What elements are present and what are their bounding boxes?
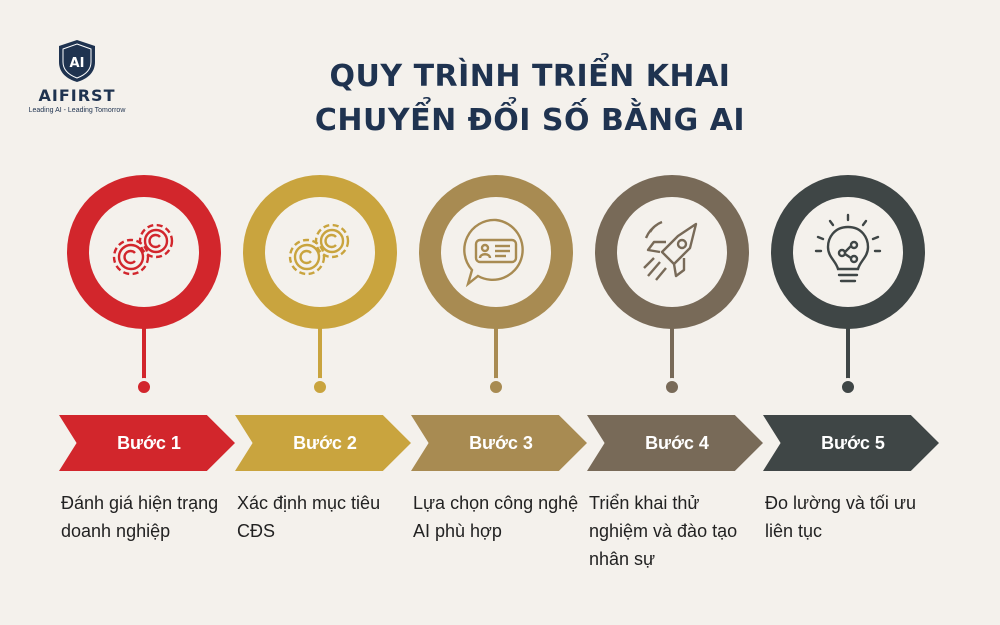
connector-dot [839,378,857,396]
brand-tagline: Leading AI - Leading Tomorrow [28,107,126,114]
step-ring [243,175,397,329]
step-arrow: Bước 5 [763,415,939,471]
step-label: Bước 2 [293,432,357,453]
step-label: Bước 5 [821,432,885,453]
gears-icon [288,223,350,276]
connector-line [494,325,498,382]
step-description: Xác định mục tiêu CĐS [237,493,381,541]
step-2: Bước 2 Xác định mục tiêu CĐS [233,0,411,625]
lightbulb-icon [814,213,882,283]
step-description: Đánh giá hiện trạng doanh nghiệp [61,493,219,541]
step-4: Bước 4 Triển khai thử nghiệm và đào tạo … [585,0,763,625]
page-title-line-1: QUY TRÌNH TRIỂN KHAI [329,59,731,94]
connector-line [318,325,322,382]
step-description: Triển khai thử nghiệm và đào tạo nhân sự [589,493,738,569]
step-ring [771,175,925,329]
brand-name: AIFIRST [38,86,116,105]
page-title-line-2: CHUYỂN ĐỔI SỐ BẰNG AI [314,103,746,138]
step-description: Đo lường và tối ưu liên tục [765,493,916,541]
step-5: Bước 5 Đo lường và tối ưu liên tục [761,0,939,625]
step-ring [419,175,573,329]
chat-profile-icon [463,218,524,288]
logo-mark-text: AI [70,56,85,71]
step-arrow: Bước 1 [59,415,235,471]
shield-icon: AI [59,40,95,82]
connector-dot [135,378,153,396]
gears-icon [112,223,174,276]
connector-line [670,325,674,382]
step-ring [595,175,749,329]
step-label: Bước 3 [469,432,533,453]
rocket-icon [643,220,698,281]
step-label: Bước 4 [645,432,709,453]
step-ring [67,175,221,329]
step-label: Bước 1 [117,432,181,453]
step-arrow: Bước 4 [587,415,763,471]
step-3: Bước 3 Lựa chọn công nghệ AI phù hợp [409,0,587,625]
connector-dot [311,378,329,396]
connector-dot [487,378,505,396]
connector-line [142,325,146,382]
connector-dot [663,378,681,396]
step-1: Bước 1 Đánh giá hiện trạng doanh nghiệp [57,0,235,625]
step-description: Lựa chọn công nghệ AI phù hợp [413,493,579,541]
step-arrow: Bước 3 [411,415,587,471]
step-arrow: Bước 2 [235,415,411,471]
connector-line [846,325,850,382]
brand-logo: AI AIFIRST Leading AI - Leading Tomorrow [22,38,132,114]
